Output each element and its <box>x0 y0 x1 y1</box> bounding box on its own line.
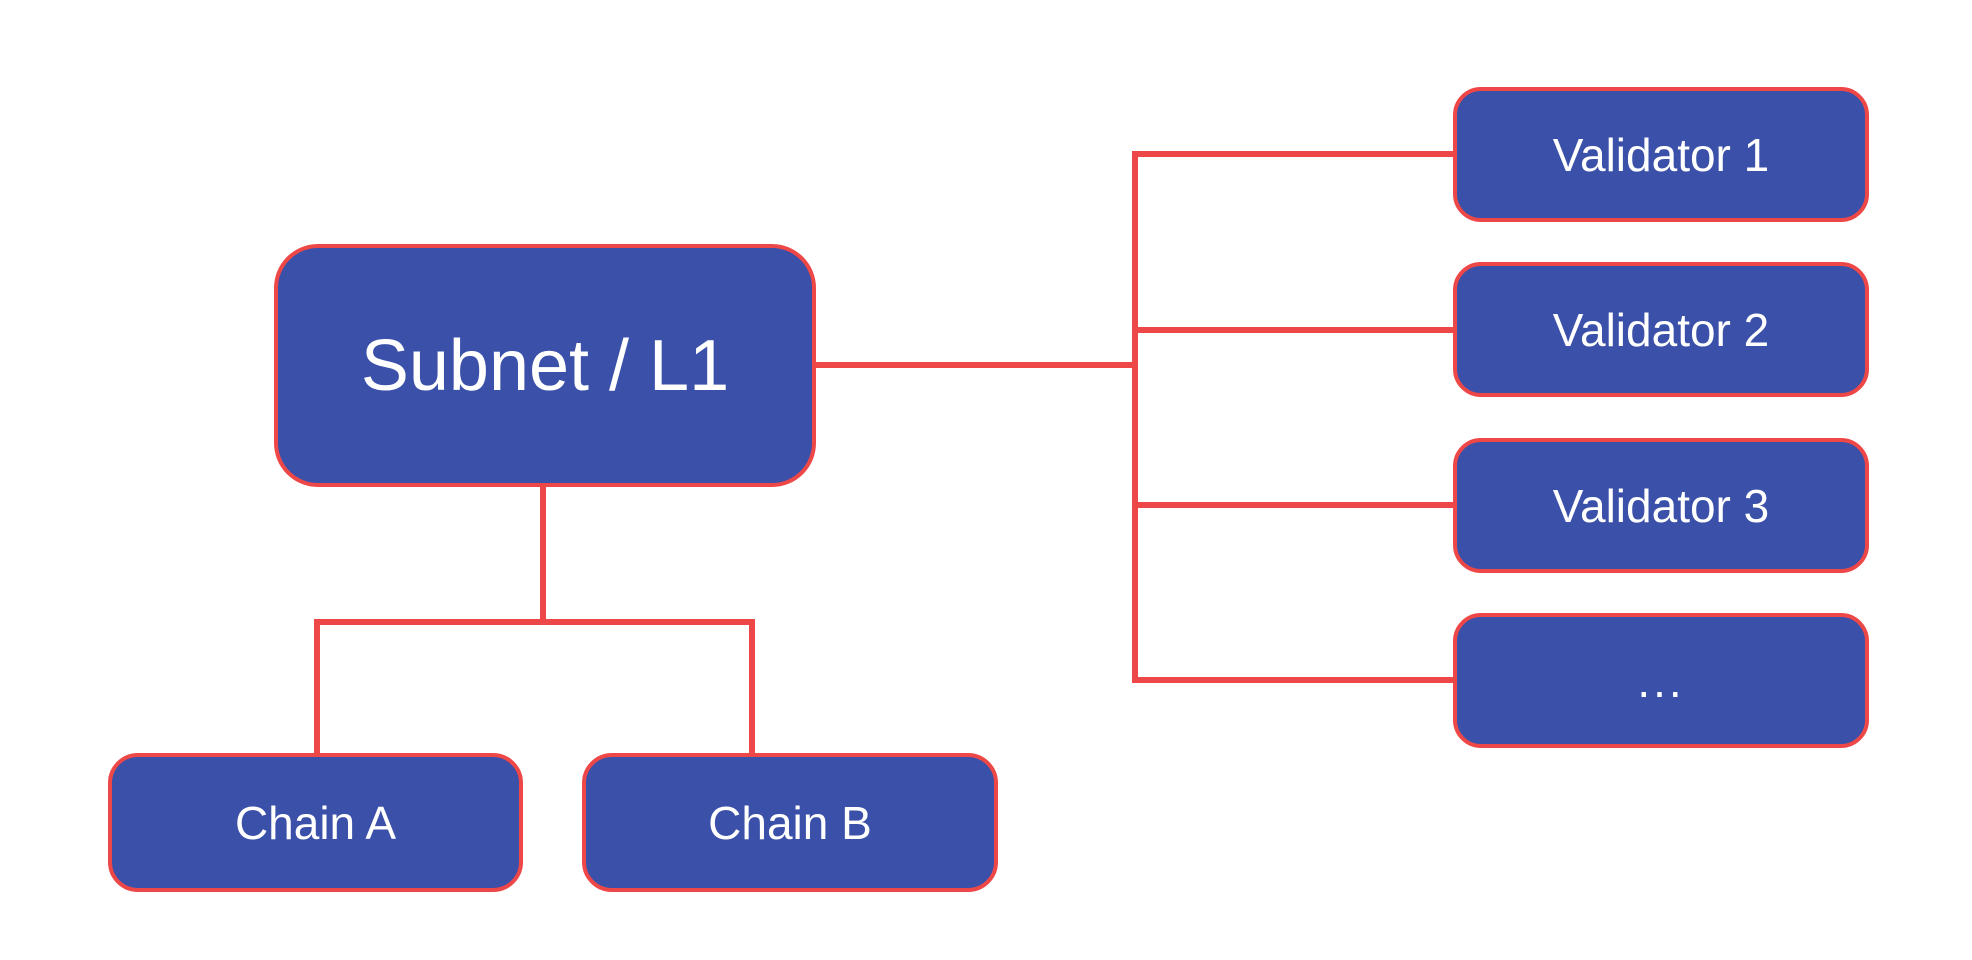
validator-more-label: ... <box>1637 654 1685 707</box>
connector-branch-validator-more <box>1132 677 1453 683</box>
validator-1-node: Validator 1 <box>1453 87 1869 222</box>
connector-branch-validator-3 <box>1132 502 1453 508</box>
validator-1-label: Validator 1 <box>1552 128 1770 181</box>
connector-branch-validator-1 <box>1132 151 1453 157</box>
connector-branch-validator-2 <box>1132 327 1453 333</box>
chain-b-node: Chain B <box>582 753 998 892</box>
chain-a-node: Chain A <box>108 753 523 892</box>
chain-a-label: Chain A <box>234 796 397 849</box>
subnet-l1-node: Subnet / L1 <box>274 244 816 487</box>
validator-3-node: Validator 3 <box>1453 438 1869 573</box>
connector-subnet-to-validator-trunk <box>814 362 1135 368</box>
chain-b-label: Chain B <box>708 796 872 849</box>
validator-more-node: ... <box>1453 613 1869 748</box>
connector-drop-chain-a <box>314 619 320 753</box>
connector-drop-chain-b <box>749 619 755 753</box>
connector-subnet-to-chains <box>540 487 546 625</box>
connector-chains-bar <box>314 619 755 625</box>
validator-2-node: Validator 2 <box>1453 262 1869 397</box>
validator-2-label: Validator 2 <box>1552 303 1770 356</box>
validator-3-label: Validator 3 <box>1552 479 1770 532</box>
subnet-l1-label: Subnet / L1 <box>360 325 730 406</box>
connector-validator-trunk <box>1132 151 1138 683</box>
